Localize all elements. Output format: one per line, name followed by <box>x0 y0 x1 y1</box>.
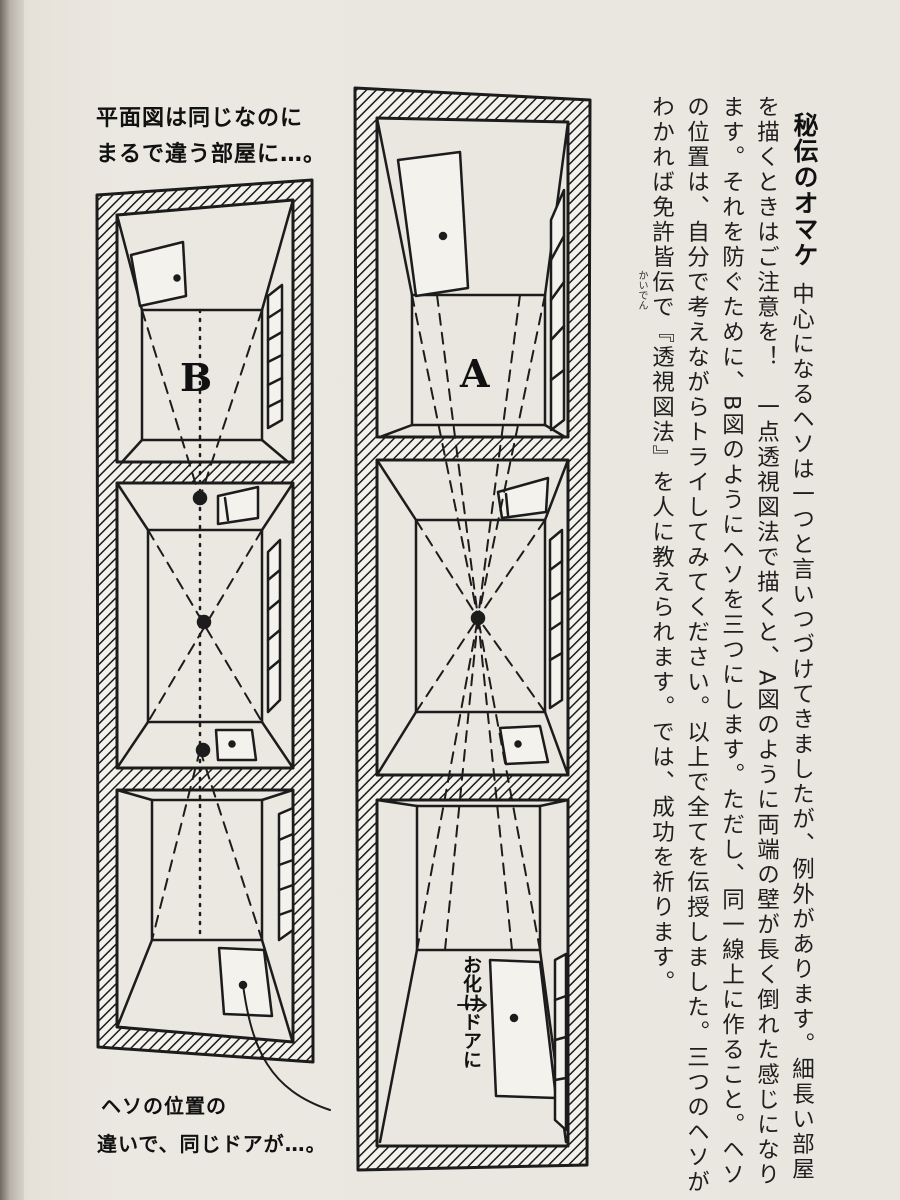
article-heading: 秘伝のオマケ <box>790 112 819 268</box>
caption-top-line-1: 平面図は同じなのに <box>96 106 304 131</box>
figure-b <box>95 178 331 1111</box>
caption-top-line-2: まるで違う部屋に…。 <box>96 142 327 167</box>
figure-a <box>353 86 592 1172</box>
figure-b-label: B <box>180 355 212 400</box>
ghost-door-note: お化けドアに <box>460 955 482 1069</box>
article-line-4: の位置は、自分で考えながらトライしてみてください。以上で全てを伝授しました。三つ… <box>683 95 710 1195</box>
article-line-2: を描くときはご注意を！ 一点透視図法で描くと、A図のように両端の壁が長く倒れた感… <box>753 95 780 1188</box>
book-binding-shadow <box>0 0 24 1200</box>
caption-bottom-line-2: 違いで、同じドアが…。 <box>97 1132 327 1156</box>
article-line-1: 中心になるヘソは一つと言いつづけてきましたが、例外があります。細長い部屋 <box>788 282 815 1182</box>
caption-bottom-line-1: ヘソの位置の <box>101 1094 227 1118</box>
figure-a-label: A <box>459 351 490 396</box>
furigana-kaiden: かいでん <box>636 270 647 310</box>
article-line-3: ます。それを防ぐために、B図のようにヘソを三つにします。ただし、同一線上に作るこ… <box>718 95 745 1188</box>
article-line-5: わかれば免許皆伝で『透視図法』を人に教えられます。では、成功を祈ります。 <box>648 95 675 995</box>
